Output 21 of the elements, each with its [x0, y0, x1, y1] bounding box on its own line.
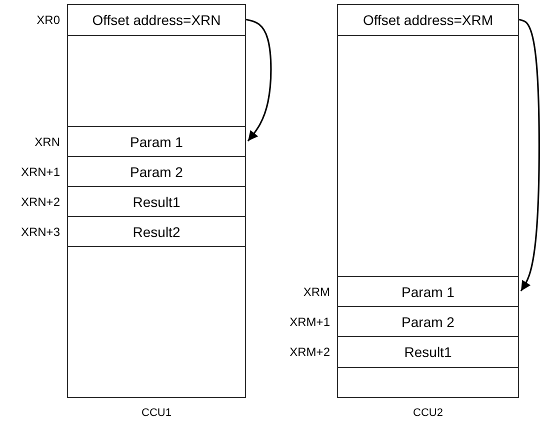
address-label: XRM+1 — [290, 314, 330, 328]
address-label: XRN+1 — [20, 164, 60, 178]
cell-label: Param 1 — [130, 134, 183, 150]
cell-label: Param 2 — [402, 314, 454, 330]
address-label: XRN+2 — [20, 194, 60, 208]
address-label: XRN+3 — [20, 224, 60, 238]
address-label: XRN — [34, 134, 60, 148]
block-caption: CCU1 — [140, 407, 172, 419]
cell-label: Param 2 — [130, 164, 183, 180]
cell-label: Param 1 — [402, 284, 454, 300]
cell-label: Result1 — [132, 194, 180, 210]
cell-label: Offset address=XRN — [92, 12, 221, 28]
cell-label: Result2 — [132, 224, 180, 240]
cell-label: Result1 — [404, 344, 452, 360]
address-label: XRM — [303, 284, 330, 298]
cell-label: Offset address=XRM — [362, 12, 494, 28]
arrow — [518, 18, 540, 292]
address-label: XRM+2 — [290, 345, 330, 359]
arrow — [246, 18, 272, 142]
block-caption: CCU2 — [412, 407, 444, 419]
address-label: XR0 — [36, 13, 60, 27]
